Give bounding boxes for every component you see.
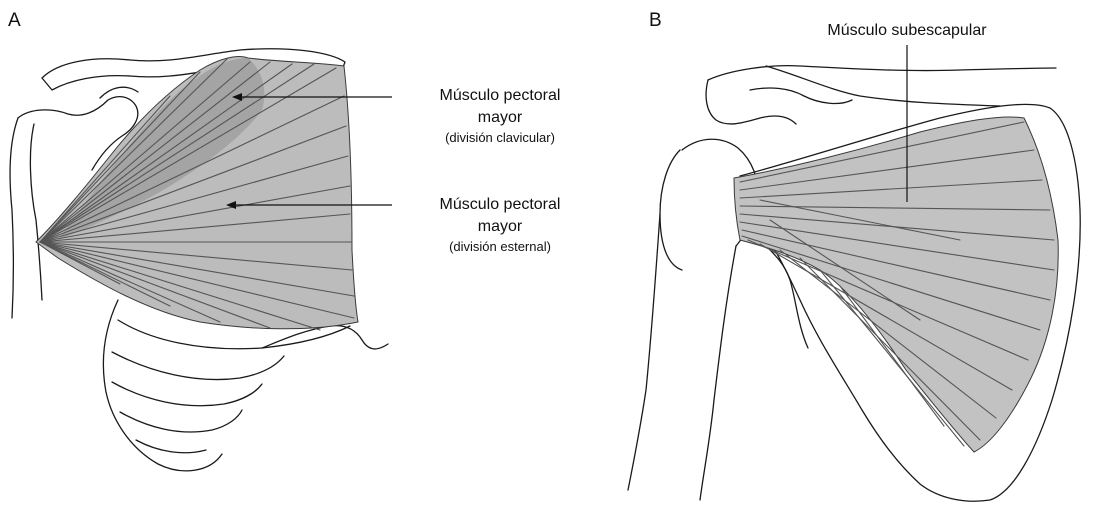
rib-3-a (112, 382, 262, 406)
clavicle-b-lower (766, 66, 1000, 106)
label-sternal-line3: (división esternal) (400, 238, 600, 256)
panel-b-illustration (628, 45, 1080, 501)
rib-5-a (136, 440, 206, 453)
label-subscapular: Músculo subescapular (800, 20, 1014, 42)
humerus-left-b (628, 214, 660, 490)
label-pectoralis-sternal: Músculo pectoral mayor (división esterna… (400, 194, 600, 256)
humerus-inner-a (30, 124, 42, 300)
acromion-b (706, 80, 796, 124)
humerus-right-b (700, 246, 736, 500)
label-pectoralis-clavicular: Músculo pectoral mayor (división clavicu… (400, 85, 600, 147)
label-sternal-line1: Músculo pectoral (400, 194, 600, 216)
humeral-head-b (660, 150, 682, 270)
panel-letter-b: B (649, 10, 662, 32)
label-clavicular-line3: (división clavicular) (400, 129, 600, 147)
label-clavicular-line2: mayor (400, 107, 600, 129)
label-subscapular-text: Músculo subescapular (800, 20, 1014, 42)
panel-a-illustration (10, 49, 392, 471)
label-sternal-line2: mayor (400, 216, 600, 238)
clavicle-b (708, 66, 1056, 80)
humerus-a (10, 118, 18, 318)
ribcage-a (103, 300, 222, 471)
rib-4-a (120, 410, 242, 432)
rib-2-a (112, 352, 284, 380)
panel-letter-a: A (8, 10, 21, 32)
label-clavicular-line1: Músculo pectoral (400, 85, 600, 107)
